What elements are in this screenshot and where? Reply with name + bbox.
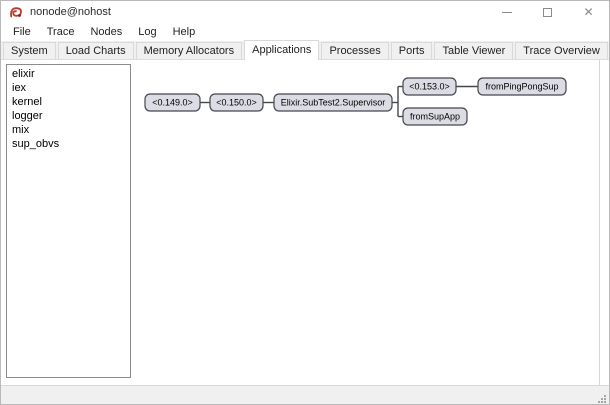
close-icon: ✕ [583,5,594,19]
tree-node-label: fromPingPongSup [485,82,558,92]
list-item-elixir[interactable]: elixir [12,68,35,80]
tab-ports[interactable]: Ports [390,42,433,59]
window-controls: ✕ [486,1,609,23]
tree-node-label: fromSupApp [410,112,460,122]
tree-node-label: <0.153.0> [409,82,450,92]
tab-trace-overview[interactable]: Trace Overview [515,42,608,59]
tree-node[interactable]: Elixir.SubTest2.Supervisor [273,93,393,112]
menu-help[interactable]: Help [172,26,196,38]
list-item-logger[interactable]: logger [12,110,43,122]
tree-node[interactable]: <0.149.0> [144,93,201,112]
statusbar [1,386,609,404]
tab-applications[interactable]: Applications [244,40,320,60]
tree-node-label: <0.150.0> [216,98,257,108]
tree-node-label: <0.149.0> [152,98,193,108]
panel-right-edge [599,60,600,385]
process-tree: <0.149.0> <0.150.0> Elixir.SubTest2.Superv… [144,77,567,126]
tabbar: System Load Charts Memory Allocators App… [1,40,609,60]
list-item-iex[interactable]: iex [12,82,27,94]
maximize-button[interactable] [527,1,568,23]
resize-grip-icon[interactable] [597,394,607,404]
tab-load-charts[interactable]: Load Charts [57,42,134,59]
tab-processes[interactable]: Processes [321,42,389,59]
tab-memory-allocators[interactable]: Memory Allocators [135,42,243,59]
tree-node[interactable]: <0.150.0> [209,93,264,112]
maximize-icon [543,7,552,17]
tree-node-label: Elixir.SubTest2.Supervisor [281,98,386,108]
list-item-sup_obvs[interactable]: sup_obvs [12,138,60,150]
tree-node[interactable]: <0.153.0> [402,77,457,96]
menu-nodes[interactable]: Nodes [90,26,123,38]
list-item-mix[interactable]: mix [12,124,30,136]
tree-node[interactable]: fromSupApp [402,107,468,126]
minimize-button[interactable] [486,1,527,23]
list-item-kernel[interactable]: kernel [12,96,42,108]
menu-log[interactable]: Log [138,26,157,38]
tab-system[interactable]: System [3,42,56,59]
tab-table-viewer[interactable]: Table Viewer [434,42,514,59]
menubar: File Trace Nodes Log Help [1,23,609,41]
minimize-icon [501,11,512,13]
applications-panel: elixir iex kernel logger mix sup_obvs <0… [1,60,609,386]
close-button[interactable]: ✕ [568,1,609,23]
window-title: nonode@nohost [30,6,111,18]
tree-node[interactable]: fromPingPongSup [477,77,567,96]
menu-file[interactable]: File [13,26,31,38]
erlang-icon [10,7,22,18]
application-list: elixir iex kernel logger mix sup_obvs [6,64,131,378]
titlebar: nonode@nohost ✕ [1,1,609,23]
menu-trace[interactable]: Trace [46,26,75,38]
